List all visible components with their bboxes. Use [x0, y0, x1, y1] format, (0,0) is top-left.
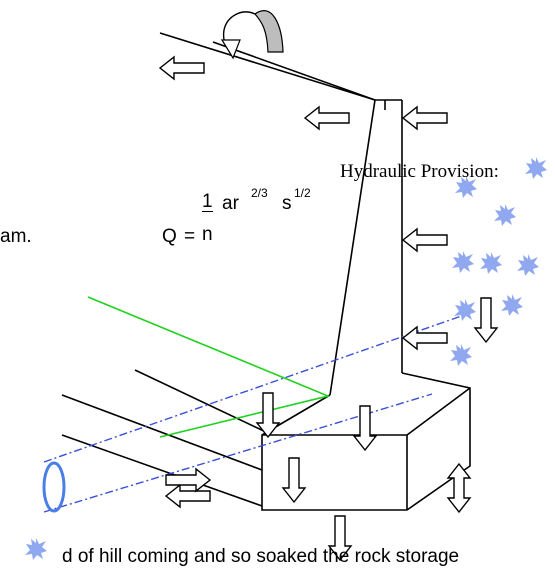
wall-outline — [61, 32, 471, 511]
formula-s: s — [282, 193, 292, 214]
force-arrow — [165, 484, 211, 508]
force-arrow — [402, 106, 448, 130]
force-arrow — [282, 457, 306, 503]
force-arrow — [304, 106, 350, 130]
left-text-fragment: am. — [0, 226, 32, 247]
formula-equals: = — [184, 226, 196, 247]
force-arrow — [159, 56, 205, 80]
bottom-text-fragment: d of hill coming and so soaked the rock … — [62, 546, 460, 567]
formula-s-exponent: 1/2 — [294, 186, 311, 200]
force-arrow — [402, 326, 448, 350]
hydraulic-provision-label: Hydraulic Provision: — [340, 161, 499, 182]
formula-ar: ar — [222, 193, 239, 214]
formula-numerator: 1 — [202, 191, 213, 212]
double-arrow-icon — [446, 462, 472, 514]
formula-denominator: n — [202, 224, 213, 245]
force-arrow — [256, 392, 280, 438]
force-arrow — [474, 297, 498, 343]
force-arrow — [402, 228, 448, 252]
pipe-ellipse — [42, 461, 66, 513]
formula-q: Q — [162, 226, 177, 247]
formula-ar-exponent: 2/3 — [251, 186, 268, 200]
green-drain-line — [87, 296, 331, 438]
moment-arrow-icon — [220, 10, 284, 60]
